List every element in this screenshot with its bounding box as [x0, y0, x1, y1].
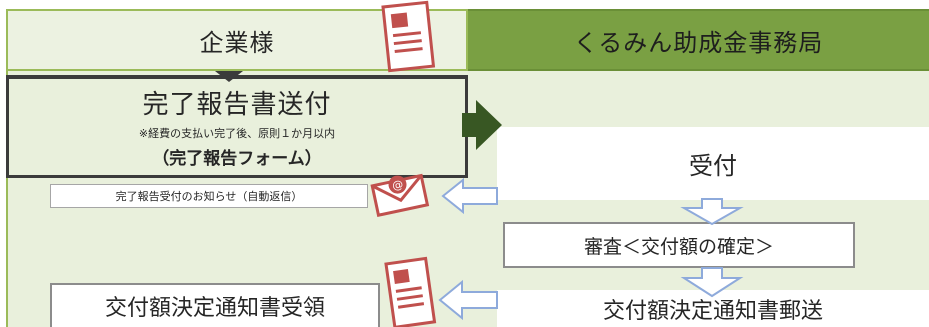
step-report-submit: 完了報告書送付 ※経費の支払い完了後、原則１か月以内 （完了報告フォーム） — [6, 75, 468, 178]
header-left-label: 企業様 — [199, 28, 275, 57]
receipt-notice-label: 完了報告受付のお知らせ（自動返信） — [115, 190, 303, 203]
step-decision-receive: 交付額決定通知書受領 — [50, 283, 380, 327]
header-down-pointer — [215, 71, 243, 82]
decision-receive-label: 交付額決定通知書受領 — [104, 296, 325, 321]
report-submit-title: 完了報告書送付 — [142, 90, 332, 120]
down-arrow-send — [680, 267, 744, 298]
header-right-label: くるみん助成金事務局 — [573, 28, 824, 57]
step-receipt-notice: 完了報告受付のお知らせ（自動返信） — [50, 184, 368, 208]
return-arrow-receive — [438, 279, 498, 321]
step-review: 審査＜交付額の確定＞ — [503, 222, 855, 268]
decision-send-label: 交付額決定通知書郵送 — [602, 298, 823, 324]
document-icon — [384, 256, 437, 327]
lane-right-gap-top — [476, 71, 929, 109]
svg-text:@: @ — [391, 178, 404, 193]
return-arrow-notice — [441, 177, 498, 215]
accept-label: 受付 — [689, 152, 737, 180]
report-submit-form: （完了報告フォーム） — [152, 149, 322, 169]
flow-arrow-submit — [462, 100, 502, 150]
review-label: 審査＜交付額の確定＞ — [583, 235, 774, 258]
header-right: くるみん助成金事務局 — [468, 9, 929, 71]
step-accept: 受付 — [497, 127, 929, 200]
email-icon: @ — [370, 173, 430, 217]
report-submit-note: ※経費の支払い完了後、原則１か月以内 — [138, 127, 336, 140]
document-icon — [381, 0, 436, 73]
down-arrow-review — [680, 198, 744, 226]
